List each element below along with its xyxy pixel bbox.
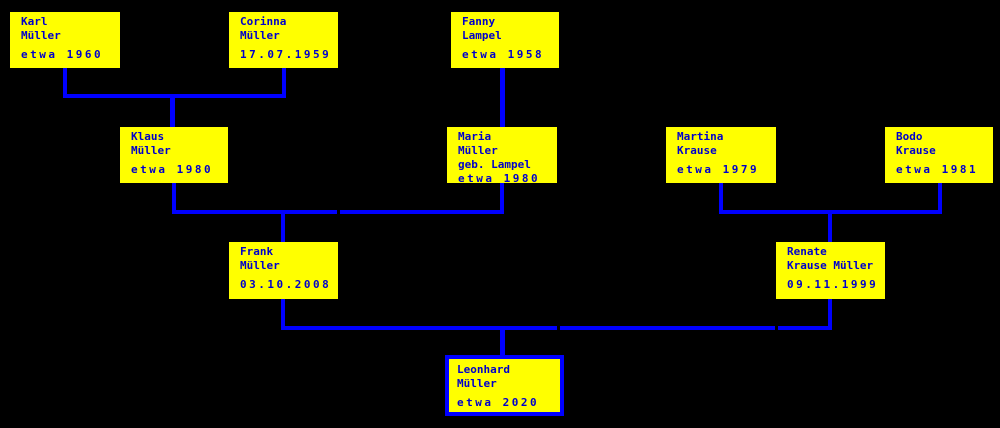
person-box-leonhard-mueller-selected[interactable]: Leonhard Müller etwa 2020 xyxy=(445,355,564,416)
connector-karl-descent xyxy=(63,68,67,98)
person-box-bodo-krause[interactable]: Bodo Krause etwa 1981 xyxy=(885,127,993,183)
person-box-martina-krause[interactable]: Martina Krause etwa 1979 xyxy=(666,127,776,183)
connector-child-renate xyxy=(828,210,832,242)
person-box-klaus-mueller[interactable]: Klaus Müller etwa 1980 xyxy=(120,127,228,183)
connector-maria-descent xyxy=(500,183,504,214)
connector-corinna-descent xyxy=(282,68,286,98)
connector-klaus-descent xyxy=(172,183,176,214)
connector-renate-descent xyxy=(828,299,832,330)
connector-fanny-to-maria xyxy=(500,68,505,127)
person-box-corinna-mueller[interactable]: Corinna Müller 17.07.1959 xyxy=(229,12,338,68)
person-date-line: etwa 1981 xyxy=(896,163,979,176)
person-box-renate-krause-mueller[interactable]: Renate Krause Müller 09.11.1999 xyxy=(776,242,885,299)
connector-child-klaus xyxy=(170,94,175,127)
person-name-line: Müller xyxy=(457,377,497,390)
person-maidenname-line: geb. Lampel xyxy=(458,158,531,171)
person-name-line: Müller xyxy=(240,29,280,42)
person-box-frank-mueller[interactable]: Frank Müller 03.10.2008 xyxy=(229,242,338,299)
line-gap xyxy=(775,326,778,330)
person-date-line: 17.07.1959 xyxy=(240,48,332,61)
person-date-line: 09.11.1999 xyxy=(787,278,879,291)
person-date-line: etwa 1980 xyxy=(458,172,541,185)
connector-bodo-descent xyxy=(938,183,942,214)
connector-couple-frank-renate xyxy=(281,326,832,330)
person-date-line: etwa 1980 xyxy=(131,163,214,176)
person-name-line: Krause xyxy=(677,144,717,157)
person-name-line: Müller xyxy=(131,144,171,157)
person-name-line: Müller xyxy=(21,29,61,42)
person-name-line: Martina xyxy=(677,130,724,143)
person-date-line: 03.10.2008 xyxy=(240,278,332,291)
line-gap xyxy=(557,326,560,330)
person-name-line: Lampel xyxy=(462,29,502,42)
person-box-fanny-lampel[interactable]: Fanny Lampel etwa 1958 xyxy=(451,12,559,68)
connector-frank-descent xyxy=(281,299,285,330)
person-name-line: Müller xyxy=(240,259,280,272)
person-date-line: etwa 2020 xyxy=(457,396,540,409)
person-name-line: Frank xyxy=(240,245,274,258)
person-name-line: Bodo xyxy=(896,130,923,143)
person-date-line: etwa 1979 xyxy=(677,163,760,176)
person-name-line: Renate xyxy=(787,245,827,258)
line-gap xyxy=(337,210,340,214)
person-name-line: Fanny xyxy=(462,15,496,28)
person-name-line: Krause xyxy=(896,144,936,157)
person-name-line: Klaus xyxy=(131,130,165,143)
connector-child-leonhard xyxy=(500,326,505,355)
person-date-line: etwa 1958 xyxy=(462,48,545,61)
person-name-line: Müller xyxy=(458,144,498,157)
person-box-karl-mueller[interactable]: Karl Müller etwa 1960 xyxy=(10,12,120,68)
person-name-line: Leonhard xyxy=(457,363,510,376)
connector-martina-descent xyxy=(719,183,723,214)
person-box-maria-mueller[interactable]: Maria Müller geb. Lampel etwa 1980 xyxy=(447,127,557,185)
connector-child-frank xyxy=(281,210,285,242)
person-name-line: Karl xyxy=(21,15,48,28)
person-date-line: etwa 1960 xyxy=(21,48,104,61)
person-name-line: Corinna xyxy=(240,15,287,28)
person-name-line: Maria xyxy=(458,130,492,143)
person-name-line: Krause Müller xyxy=(787,259,874,272)
